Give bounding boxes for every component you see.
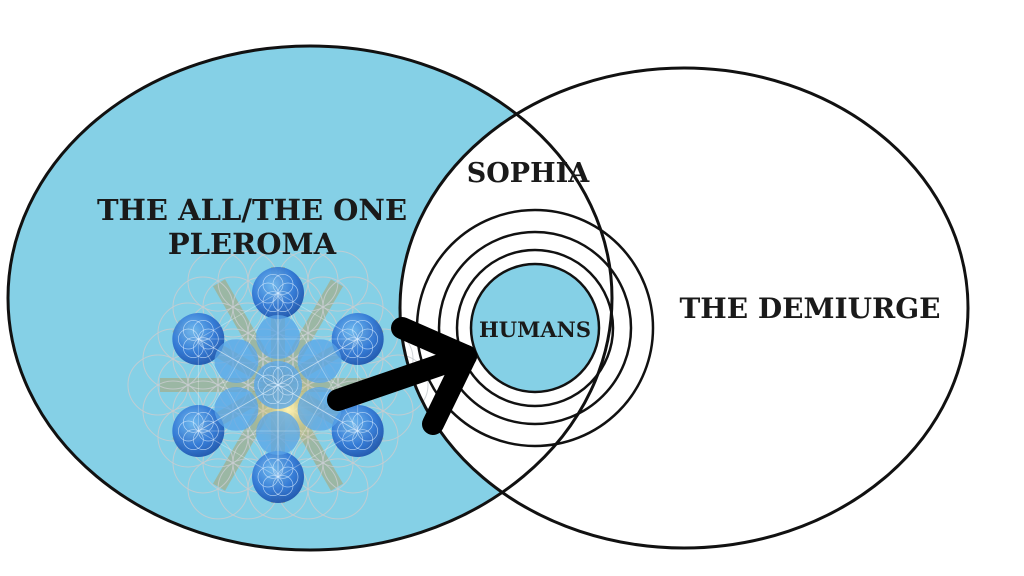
sophia-ring-inner xyxy=(455,248,615,408)
flower-of-life-icon xyxy=(127,250,429,520)
label-humans: HUMANS xyxy=(479,317,591,342)
label-all-one: THE ALL/THE ONE xyxy=(97,193,407,227)
pleroma-ellipse-inner-outline xyxy=(400,68,614,548)
label-sophia: SOPHIA xyxy=(467,158,590,189)
demiurge-ellipse-fill xyxy=(400,68,968,548)
label-demiurge: THE DEMIURGE xyxy=(679,292,940,325)
humans-circle xyxy=(469,262,601,394)
sophia-ring-middle xyxy=(437,230,633,426)
demiurge-ellipse xyxy=(398,66,970,550)
arrow-icon xyxy=(327,317,477,435)
label-pleroma: PLEROMA xyxy=(168,227,337,261)
